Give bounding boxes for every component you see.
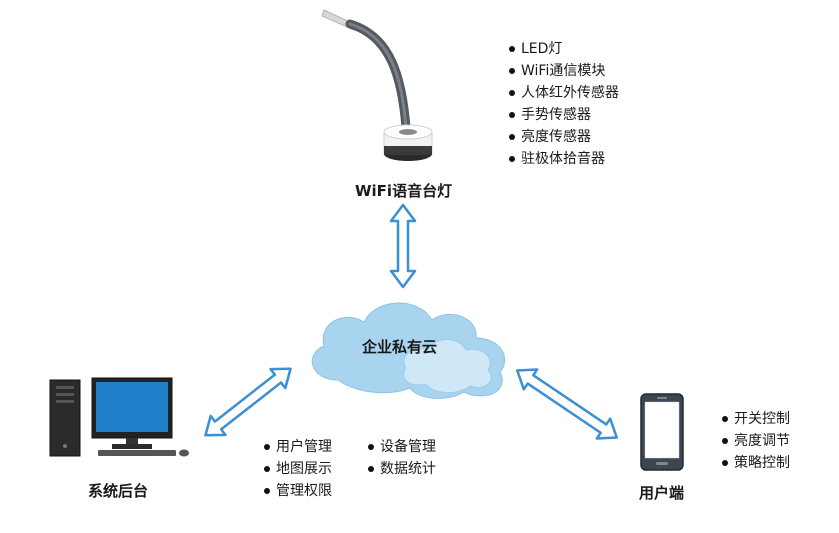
- client-feature-item: 策略控制: [720, 452, 790, 474]
- backend-feature-item: 地图展示: [262, 458, 332, 480]
- client-feature-item: 亮度调节: [720, 430, 790, 452]
- backend-feature-item: 用户管理: [262, 436, 332, 458]
- client-title: 用户端: [639, 484, 685, 502]
- lamp-feature-item: LED灯: [507, 38, 619, 60]
- backend-feature-list-1: 用户管理 地图展示 管理权限: [262, 436, 332, 502]
- double-arrow-vertical-icon: [389, 203, 417, 289]
- desk-lamp-icon: [321, 9, 433, 161]
- lamp-feature-item: 亮度传感器: [507, 126, 619, 148]
- lamp-feature-list: LED灯 WiFi通信模块 人体红外传感器 手势传感器 亮度传感器 驻极体拾音器: [507, 38, 619, 170]
- client-feature-item: 开关控制: [720, 408, 790, 430]
- backend-title: 系统后台: [88, 482, 149, 500]
- lamp-title: WiFi语音台灯: [355, 182, 453, 200]
- lamp-feature-item: 人体红外传感器: [507, 82, 619, 104]
- backend-feature-list-2: 设备管理 数据统计: [366, 436, 436, 480]
- lamp-feature-item: 手势传感器: [507, 104, 619, 126]
- cloud-label: 企业私有云: [362, 338, 438, 356]
- smartphone-icon: [640, 393, 684, 471]
- backend-feature-item: 数据统计: [366, 458, 436, 480]
- lamp-feature-item: 驻极体拾音器: [507, 148, 619, 170]
- backend-feature-item: 管理权限: [262, 480, 332, 502]
- backend-feature-item: 设备管理: [366, 436, 436, 458]
- lamp-feature-item: WiFi通信模块: [507, 60, 619, 82]
- cloud-icon: [311, 302, 506, 399]
- client-feature-list: 开关控制 亮度调节 策略控制: [720, 408, 790, 474]
- desktop-computer-icon: [49, 377, 189, 457]
